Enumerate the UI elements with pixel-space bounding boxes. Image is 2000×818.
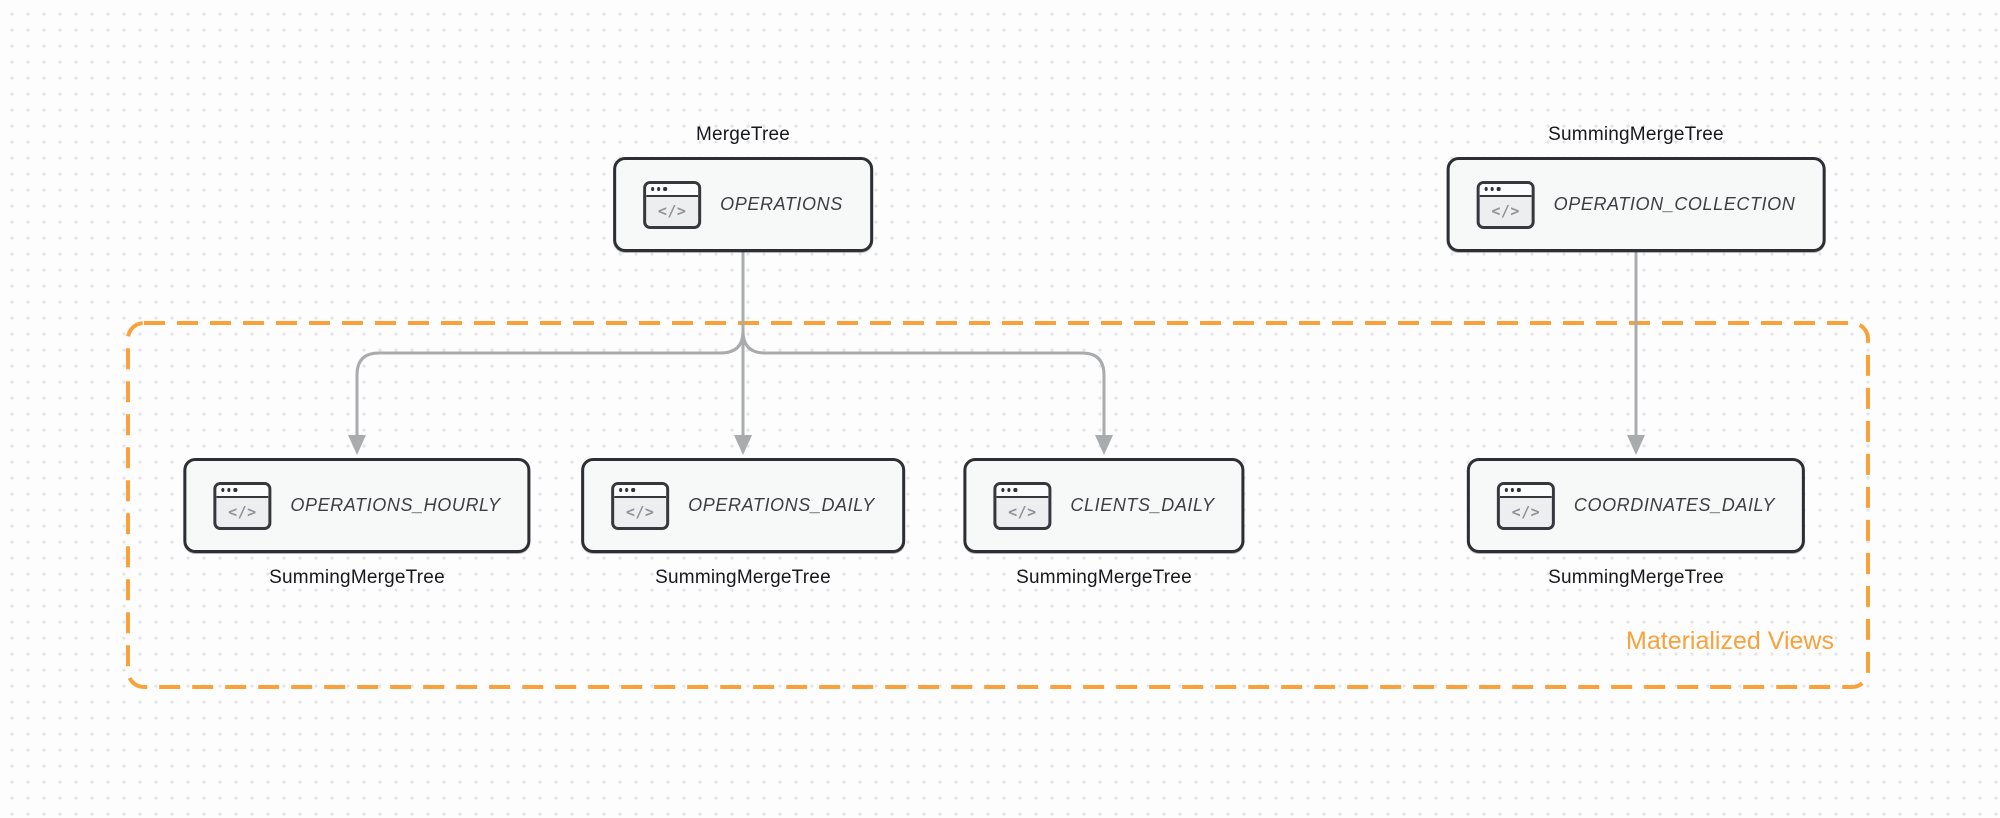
engine-label: MergeTree bbox=[695, 124, 791, 145]
window-titlebar bbox=[614, 484, 667, 498]
arrowhead-icon bbox=[734, 435, 752, 455]
table-name: OPERATION_COLLECTION bbox=[1553, 194, 1796, 214]
window-titlebar bbox=[646, 183, 699, 197]
code-glyph: </> bbox=[657, 202, 687, 220]
engine-label: SummingMergeTree bbox=[1548, 567, 1724, 588]
window-dot-icon bbox=[1490, 187, 1495, 191]
engine-label: SummingMergeTree bbox=[1016, 567, 1192, 588]
code-window-icon: </> bbox=[993, 481, 1052, 530]
code-glyph: </> bbox=[1491, 202, 1520, 220]
code-window-icon: </> bbox=[213, 481, 272, 530]
node-coordinates-daily[interactable]: </> COORDINATES_DAILY SummingMergeTree bbox=[1466, 458, 1806, 590]
code-window-icon: </> bbox=[1476, 180, 1535, 229]
table-node-box[interactable]: </> OPERATIONS bbox=[613, 157, 873, 252]
engine-label: SummingMergeTree bbox=[1548, 124, 1724, 145]
window-titlebar bbox=[1479, 183, 1532, 197]
arrowhead-icon bbox=[1627, 435, 1645, 455]
window-dot-icon bbox=[1001, 488, 1005, 492]
window-dot-icon bbox=[1517, 488, 1521, 492]
window-dot-icon bbox=[1013, 488, 1017, 492]
arrowhead-icon bbox=[348, 435, 366, 455]
table-name: OPERATIONS_DAILY bbox=[688, 495, 875, 515]
window-dot-icon bbox=[663, 187, 667, 191]
code-window-icon: </> bbox=[611, 481, 670, 530]
node-operations-hourly[interactable]: </> OPERATIONS_HOURLY SummingMergeTree bbox=[183, 458, 531, 590]
window-dot-icon bbox=[1007, 488, 1011, 492]
window-dot-icon bbox=[631, 488, 635, 492]
window-titlebar bbox=[996, 484, 1049, 498]
edge-operations-to-clients-daily bbox=[741, 251, 1106, 439]
window-dot-icon bbox=[221, 488, 225, 492]
window-dot-icon bbox=[619, 488, 623, 492]
table-name: COORDINATES_DAILY bbox=[1573, 495, 1776, 515]
node-operation-collection[interactable]: SummingMergeTree </> OPERATION_COLLECTIO… bbox=[1446, 123, 1826, 252]
window-dot-icon bbox=[233, 488, 237, 492]
code-glyph: </> bbox=[625, 503, 655, 521]
node-operations[interactable]: MergeTree </> OPERATIONS bbox=[613, 123, 873, 252]
window-dot-icon bbox=[625, 488, 629, 492]
table-name: OPERATIONS bbox=[720, 194, 843, 214]
materialized-views-label: Materialized Views bbox=[1626, 627, 1834, 655]
code-window-icon: </> bbox=[1496, 481, 1555, 530]
code-glyph: </> bbox=[1008, 503, 1037, 521]
window-dot-icon bbox=[1484, 187, 1488, 191]
code-glyph: </> bbox=[1511, 503, 1541, 521]
window-dot-icon bbox=[1511, 488, 1515, 492]
table-name: OPERATIONS_HOURLY bbox=[290, 495, 501, 515]
window-dot-icon bbox=[657, 187, 661, 191]
node-clients-daily[interactable]: </> CLIENTS_DAILY SummingMergeTree bbox=[963, 458, 1245, 590]
window-dot-icon bbox=[1504, 488, 1509, 492]
table-node-box[interactable]: </> OPERATIONS_HOURLY bbox=[183, 458, 531, 553]
window-dot-icon bbox=[227, 488, 231, 492]
code-window-icon: </> bbox=[643, 180, 702, 229]
table-node-box[interactable]: </> CLIENTS_DAILY bbox=[963, 458, 1245, 553]
window-dot-icon bbox=[651, 187, 655, 191]
window-titlebar bbox=[1499, 484, 1552, 498]
arrowhead-icon bbox=[1095, 435, 1113, 455]
table-node-box[interactable]: </> OPERATION_COLLECTION bbox=[1446, 157, 1826, 252]
table-name: CLIENTS_DAILY bbox=[1070, 495, 1215, 515]
engine-label: SummingMergeTree bbox=[655, 567, 831, 588]
node-operations-daily[interactable]: </> OPERATIONS_DAILY SummingMergeTree bbox=[581, 458, 905, 590]
engine-label: SummingMergeTree bbox=[269, 567, 445, 588]
window-titlebar bbox=[216, 484, 269, 498]
table-node-box[interactable]: </> COORDINATES_DAILY bbox=[1466, 458, 1806, 553]
window-dot-icon bbox=[1497, 187, 1501, 191]
code-glyph: </> bbox=[228, 503, 257, 521]
edge-operations-to-operations-hourly bbox=[355, 251, 745, 439]
table-node-box[interactable]: </> OPERATIONS_DAILY bbox=[581, 458, 905, 553]
